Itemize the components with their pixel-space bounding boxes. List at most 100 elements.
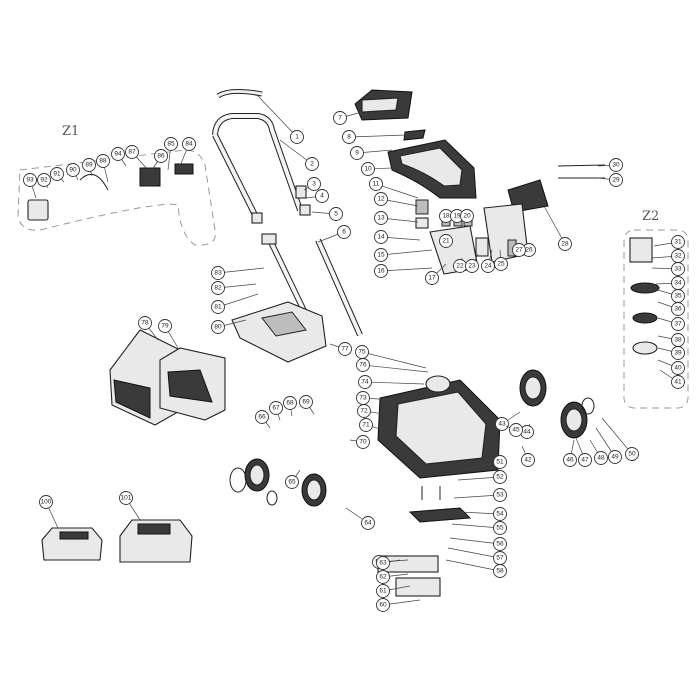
callout-circle-83 [211, 266, 225, 280]
callout-number-43: 43 [498, 421, 506, 428]
callout-number-69: 69 [302, 399, 310, 406]
callout-circle-8 [342, 130, 356, 144]
callout-circle-67 [269, 401, 283, 415]
callout-28: 28 [543, 205, 572, 251]
callout-circle-90 [66, 163, 80, 177]
callout-77: 77 [329, 342, 352, 356]
callout-circle-39 [671, 346, 685, 360]
callout-circle-64 [361, 516, 375, 530]
callout-number-16: 16 [377, 268, 385, 275]
callout-number-20: 20 [463, 213, 471, 220]
callout-90: 90 [66, 163, 80, 181]
callout-circle-17 [425, 271, 439, 285]
callout-73: 73 [356, 391, 395, 405]
callout-number-44: 44 [523, 429, 531, 436]
callout-circle-82 [211, 281, 225, 295]
callout-number-77: 77 [341, 346, 349, 353]
callout-64: 64 [345, 507, 375, 530]
callout-number-45: 45 [512, 427, 520, 434]
callout-circle-77 [338, 342, 352, 356]
callout-number-1: 1 [295, 134, 299, 141]
callout-16: 16 [374, 264, 433, 278]
callout-number-81: 81 [214, 304, 222, 311]
callout-circle-76 [356, 358, 370, 372]
callout-circle-84 [182, 137, 196, 151]
callout-leader-28 [543, 205, 566, 245]
callout-62: 62 [376, 570, 409, 584]
callout-number-88: 88 [99, 158, 107, 165]
callout-circle-69 [299, 395, 313, 409]
callout-circle-58 [493, 564, 507, 578]
callout-45: 45 [505, 423, 523, 437]
callout-93: 93 [23, 173, 37, 199]
callout-number-8: 8 [347, 134, 351, 141]
callout-circle-70 [356, 435, 370, 449]
callout-56: 56 [449, 537, 507, 551]
callout-number-40: 40 [674, 365, 682, 372]
cover-hinge [403, 129, 426, 141]
callout-leader-57 [447, 547, 501, 559]
callout-circle-20 [460, 209, 474, 223]
z1-label: Z1 [62, 124, 79, 139]
callout-number-73: 73 [359, 395, 367, 402]
callout-number-62: 62 [379, 574, 387, 581]
deck-assembly [231, 301, 501, 597]
callout-78: 78 [138, 316, 159, 341]
callout-circle-7 [333, 111, 347, 125]
callout-94: 94 [111, 147, 127, 167]
callout-57: 57 [447, 547, 507, 565]
callout-12: 12 [374, 192, 419, 207]
callout-27: 27 [511, 243, 526, 257]
callout-circle-78 [138, 316, 152, 330]
callout-circle-52 [493, 470, 507, 484]
callout-circle-11 [369, 177, 383, 191]
callout-circle-68 [283, 396, 297, 410]
callout-81: 81 [211, 293, 259, 314]
callout-number-9: 9 [355, 150, 359, 157]
callout-leader-53 [453, 494, 501, 499]
callout-number-80: 80 [214, 324, 222, 331]
callout-43: 43 [495, 411, 521, 431]
callout-48: 48 [589, 439, 608, 465]
callout-circle-9 [350, 146, 364, 160]
callout-47: 47 [575, 437, 592, 467]
callout-number-54: 54 [496, 511, 504, 518]
callout-circle-36 [671, 302, 685, 316]
callout-number-34: 34 [674, 280, 682, 287]
callout-number-13: 13 [377, 215, 385, 222]
callout-41: 41 [659, 369, 685, 389]
callout-circle-79 [158, 319, 172, 333]
callout-7: 7 [333, 111, 363, 125]
callout-number-94: 94 [114, 151, 122, 158]
callout-number-57: 57 [496, 555, 504, 562]
callout-circle-66 [255, 410, 269, 424]
callout-10: 10 [361, 162, 393, 176]
callout-83: 83 [211, 266, 265, 280]
cable [557, 164, 606, 167]
callout-leader-58 [445, 559, 501, 572]
callout-number-56: 56 [496, 541, 504, 548]
callout-13: 13 [374, 211, 419, 225]
callout-49: 49 [595, 427, 622, 464]
callout-85: 85 [164, 137, 178, 171]
callout-66: 66 [255, 410, 271, 429]
callout-circle-41 [671, 375, 685, 389]
callout-circle-65 [285, 475, 299, 489]
callout-number-21: 21 [442, 238, 450, 245]
callout-circle-2 [305, 157, 319, 171]
callout-circle-6 [337, 225, 351, 239]
callout-80: 80 [211, 319, 247, 334]
callout-circle-10 [361, 162, 375, 176]
callout-number-36: 36 [674, 306, 682, 313]
z2-group-outline [623, 229, 689, 409]
callout-number-27: 27 [515, 247, 523, 254]
callout-circle-71 [359, 418, 373, 432]
callout-leader-75 [361, 351, 427, 369]
battery-and-charger [41, 519, 193, 563]
callout-number-4: 4 [320, 193, 324, 200]
callout-number-11: 11 [373, 181, 380, 188]
callout-58: 58 [445, 559, 507, 578]
callout-69: 69 [299, 395, 315, 415]
callout-60: 60 [376, 598, 421, 612]
